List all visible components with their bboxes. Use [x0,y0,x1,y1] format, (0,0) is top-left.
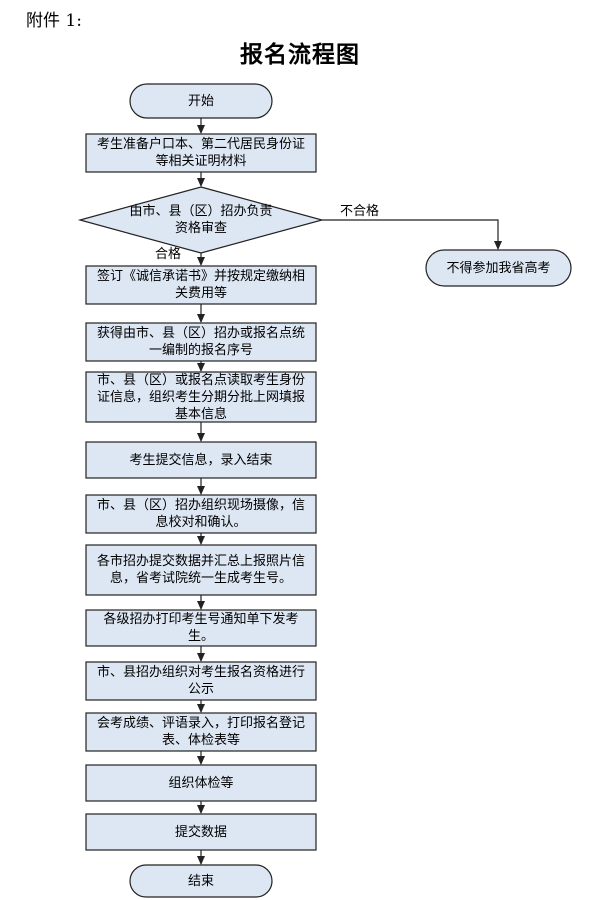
step-1-shape [85,133,317,173]
step-8-box: 各级招办打印考生号通知单下发考生。 [103,612,299,644]
step-12-shape [85,813,317,851]
step-12-box: 提交数据 [174,824,227,840]
pass-label: 合格 [155,247,182,262]
step-5-shape [85,441,317,479]
step-4-box: 市、县（区）或报名点读取考生身份证信息，组织考生分期分批上网填报基本信息 [96,372,305,422]
page-title: 报名流程图 [240,41,360,68]
start-terminal: 开始 [187,93,214,109]
step-7-box: 各市招办提交数据并汇总上报照片信息，省考试院统一生成考生号。 [96,554,305,586]
fail-label: 不合格 [340,204,380,219]
attachment-label: 附件 1: [26,11,82,31]
step-3-box: 获得由市、县（区）招办或报名点统一编制的报名序号 [96,326,305,358]
step-11-box: 组织体检等 [168,775,234,791]
step-6-shape [85,494,317,534]
arrow-decision-to-fail [322,219,502,250]
decision-box: 由市、县（区）招办负责资格审查 [129,204,273,236]
step-5-box: 考生提交信息，录入结束 [129,452,273,468]
step-9-box: 市、县招办组织对考生报名资格进行公示 [96,665,305,697]
step-10-shape [85,712,317,752]
step-11-shape [85,764,317,802]
end-terminal: 结束 [187,873,214,889]
step-10-box: 会考成绩、评语录入，打印报名登记表、体检表等 [96,716,305,748]
fail-terminal-shape [425,249,572,287]
fail-result-terminal: 不得参加我省高考 [446,260,551,276]
step-7-shape [85,544,317,596]
step-8-shape [85,609,317,647]
step-2-box: 签订《诚信承诺书》并按规定缴纳相关费用等 [96,269,305,301]
end-terminal-shape [129,864,273,898]
step-1-box: 考生准备户口本、第二代居民身份证等相关证明材料 [96,137,305,169]
step-6-box: 市、县（区）招办组织现场摄像，信息校对和确认。 [96,498,305,530]
